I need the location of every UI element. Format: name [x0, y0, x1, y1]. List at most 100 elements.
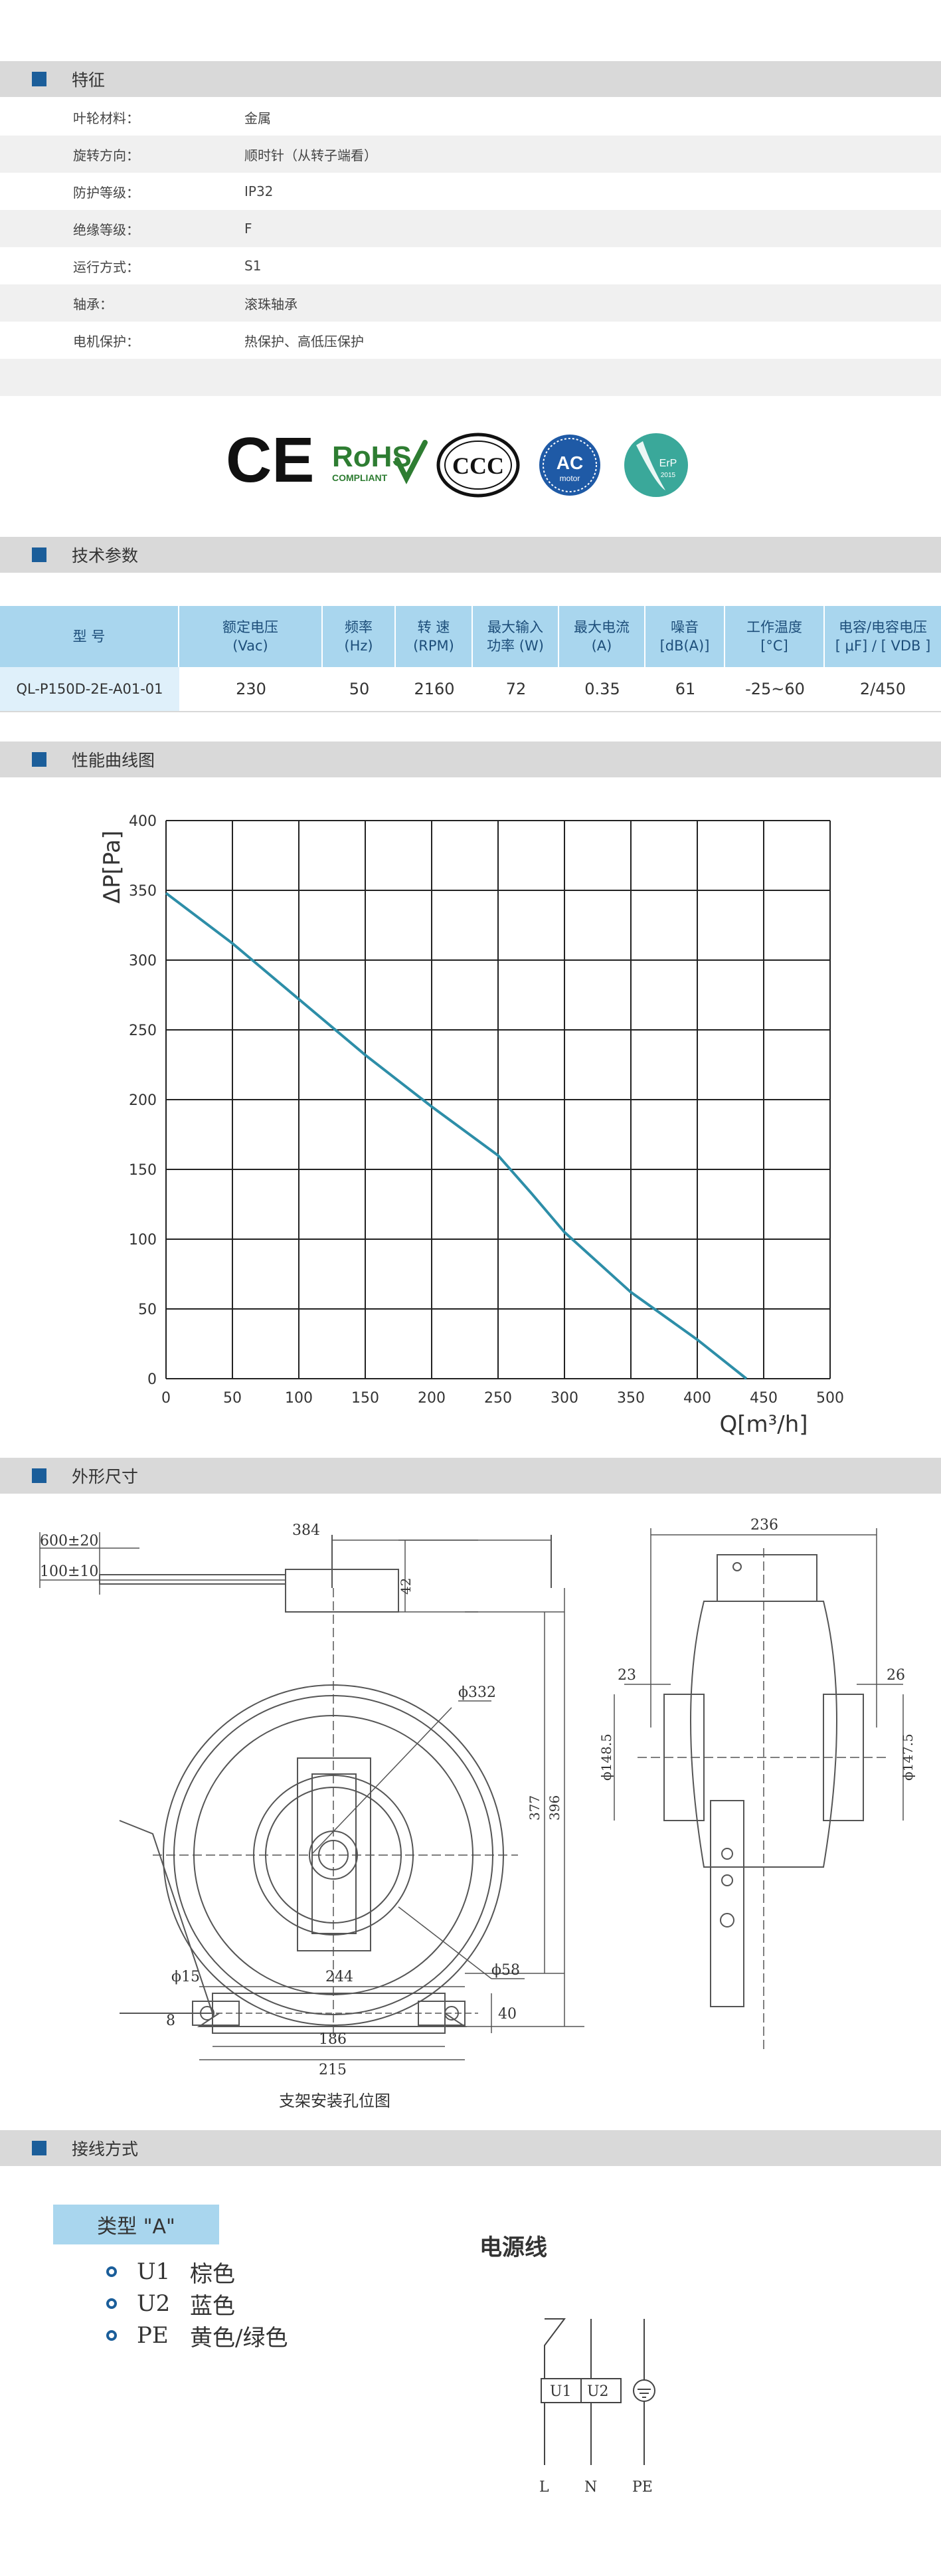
svg-text:CCC: CCC [452, 452, 504, 479]
dim-148: ϕ148.5 [598, 1734, 614, 1781]
chart-x-tick-label: 150 [351, 1390, 379, 1407]
dim-58: ϕ58 [491, 1962, 520, 1979]
wire-color: 棕色 [190, 2260, 235, 2288]
chart-x-tick-label: 500 [816, 1390, 844, 1407]
section-square-icon [32, 752, 46, 767]
dim-15: ϕ15 [171, 1969, 200, 1985]
chart-x-tick-label: 250 [484, 1390, 512, 1407]
feature-key: 叶轮材料： [73, 110, 139, 126]
spec-cell: 72 [505, 680, 527, 698]
chart-y-tick-label: 400 [129, 813, 157, 830]
spec-table-header: 型 号 额定电压 (Vac) 频率 (Hz) 转 速 (RPM) 最大输入 功率… [0, 606, 941, 667]
ce-mark-icon: CE [226, 425, 314, 496]
front-view-drawing [39, 1532, 584, 2040]
spec-header-cell: 工作温度 [°C] [725, 606, 825, 667]
wire-item: U1 棕色 [106, 2256, 288, 2288]
feature-row-empty [0, 359, 941, 396]
feature-value: S1 [244, 258, 262, 274]
chart-y-tick-label: 50 [138, 1302, 157, 1318]
dim-236: 236 [750, 1517, 778, 1534]
dim-384: 384 [292, 1522, 320, 1539]
dim-42: 42 [398, 1578, 414, 1595]
chart-x-tick-label: 350 [617, 1390, 645, 1407]
ac-motor-badge-icon: AC motor [539, 435, 600, 496]
spec-header-cell: 噪音 [dB(A)] [645, 606, 725, 667]
svg-text:CE: CE [226, 425, 314, 496]
spec-header-cell: 最大输入 功率 (W) [473, 606, 559, 667]
section-title: 外形尺寸 [72, 1467, 139, 1486]
spec-cell: 230 [236, 680, 266, 698]
dim-600: 600±20 [40, 1533, 98, 1549]
power-cable-title: 电源线 [479, 2234, 547, 2261]
feature-key: 旋转方向： [73, 147, 139, 163]
feature-row: 电机保护： 热保护、高低压保护 [0, 322, 941, 359]
spec-header-cell: 频率 (Hz) [323, 606, 396, 667]
spec-header-cell: 额定电压 (Vac) [179, 606, 323, 667]
svg-text:AC: AC [556, 452, 583, 473]
spec-cell-model: QL-P150D-2E-A01-01 [0, 667, 179, 711]
rohs-logo-icon: RoHS COMPLIANT [332, 440, 428, 484]
dim-100: 100±10 [40, 1563, 98, 1580]
spec-cell: 61 [675, 680, 696, 698]
wire-item: U2 蓝色 [106, 2288, 288, 2320]
section-square-icon [32, 2141, 46, 2155]
chart-x-tick-label: 450 [750, 1390, 778, 1407]
dim-396: 396 [547, 1795, 562, 1821]
svg-text:ErP: ErP [659, 458, 677, 469]
feature-row: 防护等级： IP32 [0, 173, 941, 210]
spec-cell: 50 [349, 680, 370, 698]
wire-code: PE [137, 2322, 169, 2349]
spec-header-cell: 电容/电容电压 [ μF] / [ VDB ] [825, 606, 941, 667]
chart-y-tick-label: 150 [129, 1162, 157, 1179]
section-header-wiring: 接线方式 [0, 2130, 941, 2166]
spec-header-cell: 最大电流 (A) [559, 606, 645, 667]
dim-244: 244 [325, 1969, 353, 1985]
feature-row: 绝缘等级： F [0, 210, 941, 247]
feature-value: 滚珠轴承 [244, 296, 298, 312]
bullet-icon [106, 2266, 117, 2277]
bullet-icon [106, 2330, 117, 2341]
bracket-drawing [186, 1986, 492, 2060]
dim-147: ϕ147.5 [900, 1734, 916, 1781]
section-square-icon [32, 72, 46, 86]
svg-text:2015: 2015 [661, 472, 676, 479]
feature-value: 热保护、高低压保护 [244, 333, 364, 349]
ccc-mark-icon: CCC [436, 433, 520, 498]
ground-icon [633, 2379, 655, 2402]
feature-value: 顺时针（从转子端看） [244, 147, 377, 163]
spec-header-cell: 型 号 [0, 606, 179, 667]
section-square-icon [32, 547, 46, 562]
bullet-icon [106, 2298, 117, 2309]
lead-label: L [539, 2479, 549, 2496]
spec-cell: 0.35 [584, 680, 620, 698]
chart-y-tick-label: 100 [129, 1232, 157, 1248]
erp-badge-icon: ErP 2015 [624, 433, 688, 497]
chart-x-tick-label: 300 [551, 1390, 578, 1407]
switch-line [544, 2318, 566, 2465]
dim-40: 40 [498, 2006, 517, 2023]
wire-list: U1 棕色 U2 蓝色 PE 黄色/绿色 [106, 2256, 288, 2351]
side-view-drawing [614, 1528, 904, 2053]
feature-value: IP32 [244, 183, 274, 199]
chart-y-tick-label: 300 [129, 953, 157, 969]
section-title: 性能曲线图 [72, 751, 155, 770]
chart-x-label: Q[m³/h] [719, 1411, 808, 1438]
feature-key: 电机保护： [73, 333, 139, 349]
wire-color: 黄色/绿色 [190, 2324, 288, 2351]
chart-x-tick-label: 200 [418, 1390, 446, 1407]
terminal-label: U2 [587, 2383, 609, 2400]
feature-row: 旋转方向： 顺时针（从转子端看） [0, 136, 941, 173]
chart-y-tick-label: 250 [129, 1023, 157, 1039]
section-header-specs: 技术参数 [0, 537, 941, 573]
dimension-drawings: 384 600±20 100±10 42 ϕ332 377 396 ϕ58 23… [39, 1517, 916, 2110]
spec-table-row: QL-P150D-2E-A01-01 230 50 2160 72 0.35 6… [0, 667, 941, 712]
wire-color: 蓝色 [190, 2292, 235, 2320]
wire-code: U2 [137, 2290, 171, 2317]
lead-label: N [584, 2479, 597, 2496]
dim-8: 8 [166, 2013, 175, 2029]
front-view-labels: 384 600±20 100±10 42 ϕ332 377 396 ϕ58 [40, 1522, 562, 1979]
chart-y-label: ΔP[Pa] [99, 831, 126, 904]
certification-logos: CE RoHS COMPLIANT CCC AC motor ErP 2015 [226, 425, 688, 498]
bracket-caption: 支架安装孔位图 [279, 2092, 390, 2110]
